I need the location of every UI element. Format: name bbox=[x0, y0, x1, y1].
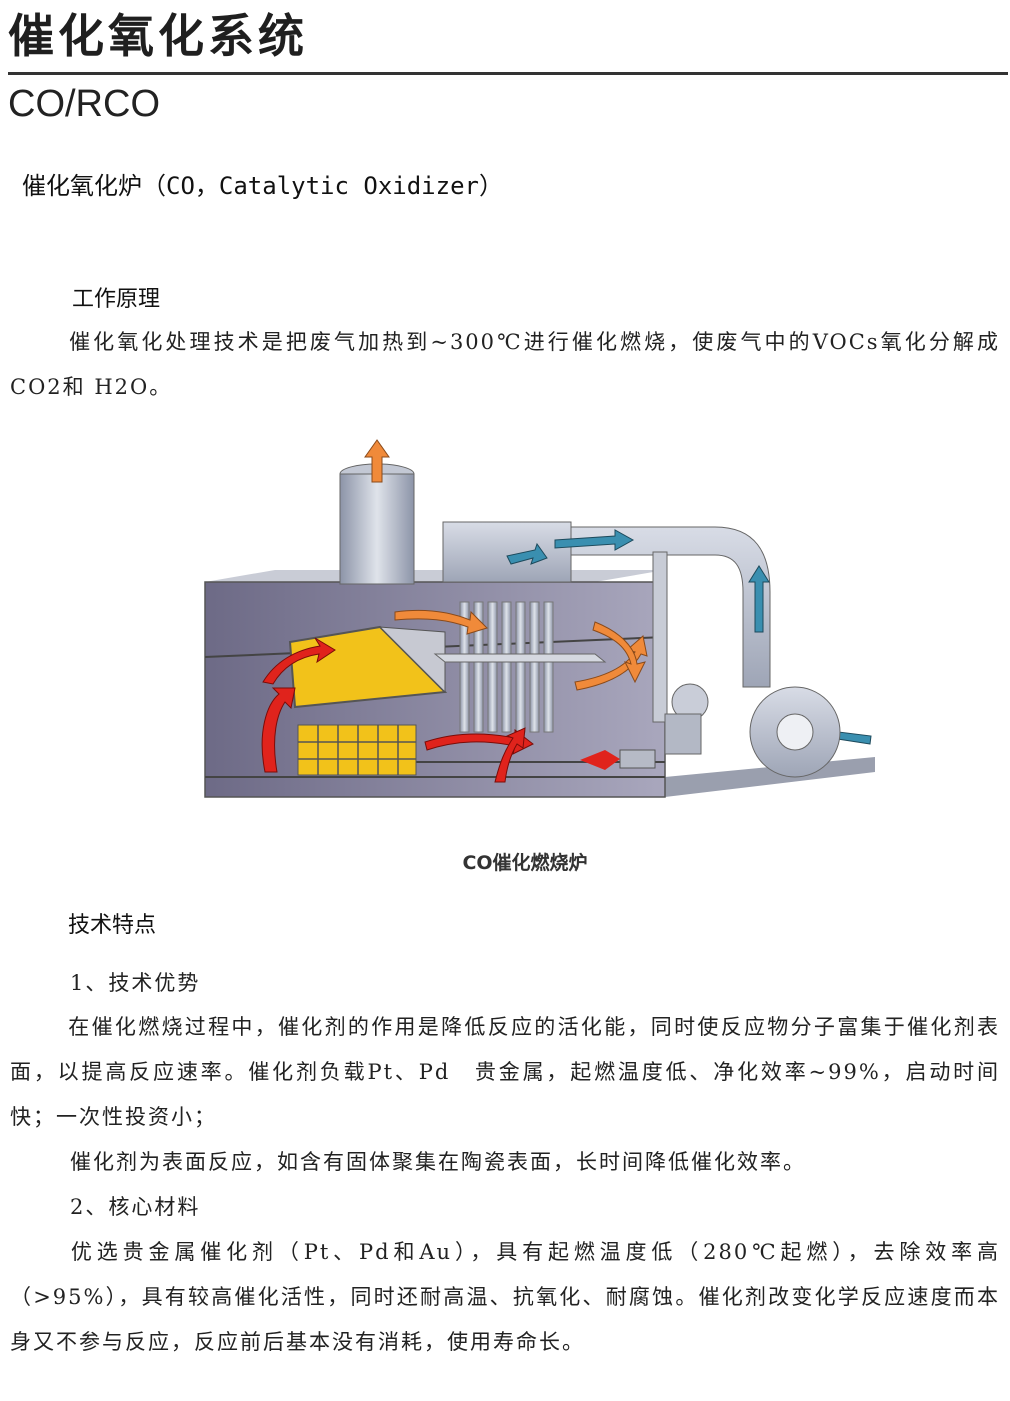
feature-item-1-paragraph-1: 在催化燃烧过程中，催化剂的作用是降低反应的活化能，同时使反应物分子富集于催化剂表… bbox=[10, 1005, 1000, 1140]
principle-paragraph: 催化氧化处理技术是把废气加热到~300℃进行催化燃烧，使废气中的VOCs氧化分解… bbox=[10, 320, 1000, 410]
feature-item-2-text: 优选贵金属催化剂（Pt、Pd和Au），具有起燃温度低（280℃起燃），去除效率高… bbox=[10, 1240, 1000, 1354]
page-subtitle: CO/RCO bbox=[8, 83, 160, 125]
page-title: 催化氧化系统 bbox=[8, 9, 308, 63]
heat-exchanger-tubes bbox=[459, 601, 554, 733]
principle-text: 催化氧化处理技术是把废气加热到~300℃进行催化燃烧，使废气中的VOCs氧化分解… bbox=[10, 330, 1000, 399]
feature-item-1-text-1: 在催化燃烧过程中，催化剂的作用是降低反应的活化能，同时使反应物分子富集于催化剂表… bbox=[10, 1015, 1000, 1129]
heater-grid bbox=[297, 724, 417, 776]
inlet-box bbox=[442, 521, 572, 583]
feature-item-2-title: 2、核心材料 bbox=[70, 1195, 201, 1219]
principle-heading: 工作原理 bbox=[72, 287, 161, 312]
exhaust-arrow bbox=[364, 439, 390, 483]
support-column bbox=[652, 551, 668, 723]
title-divider bbox=[8, 72, 1008, 75]
figure-caption: CO催化燃烧炉 bbox=[462, 852, 588, 874]
burner bbox=[619, 749, 656, 769]
exhaust-stack bbox=[339, 473, 415, 585]
burner-flame bbox=[580, 750, 620, 770]
housing-top bbox=[205, 570, 665, 582]
features-heading: 技术特点 bbox=[68, 913, 157, 938]
feature-item-1-paragraph-2: 催化剂为表面反应，如含有固体聚集在陶瓷表面，长时间降低催化效率。 bbox=[70, 1150, 806, 1174]
section-heading: 催化氧化炉（CO，Catalytic Oxidizer） bbox=[22, 172, 503, 200]
warm-flow-arrows bbox=[394, 609, 648, 691]
feature-item-2-paragraph: 优选贵金属催化剂（Pt、Pd和Au），具有起燃温度低（280℃起燃），去除效率高… bbox=[10, 1230, 1000, 1365]
feature-item-1-title: 1、技术优势 bbox=[70, 971, 201, 995]
catalytic-oxidizer-diagram bbox=[204, 439, 875, 798]
heat-flow-arrows bbox=[261, 637, 534, 783]
